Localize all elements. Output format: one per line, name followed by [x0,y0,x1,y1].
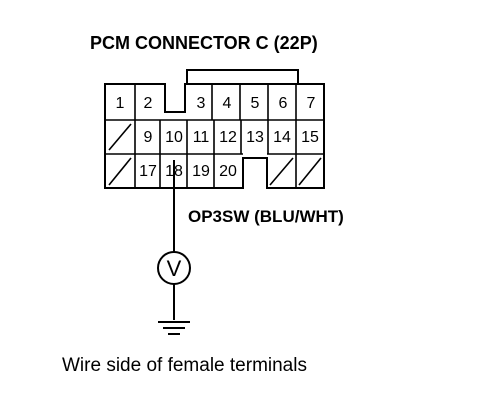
pin-label: 15 [301,129,319,146]
connector-outline [104,83,325,189]
pin-label: 13 [246,129,264,146]
pin-label: 19 [192,163,210,180]
pin-label: 1 [116,95,125,112]
pin-label: 6 [279,95,288,112]
pin-label: 11 [193,129,210,146]
caption: Wire side of female terminals [62,355,307,376]
pin-label: 20 [219,163,237,180]
pin-label: 4 [223,95,232,112]
pin-label: 10 [165,129,183,146]
connector-title: PCM CONNECTOR C (22P) [90,33,318,53]
pin-label: 17 [139,163,157,180]
wire-label: OP3SW (BLU/WHT) [188,207,344,226]
pin-label: 5 [251,95,260,112]
pin-label: 14 [273,129,291,146]
pin-label: 12 [219,129,237,146]
pin-label: 3 [197,95,206,112]
connector-key-tab [186,69,299,84]
unused-terminal-8 [108,123,132,151]
ground-icon [158,321,190,335]
voltmeter-symbol: V [167,256,182,281]
pin-label: 2 [144,95,153,112]
unused-terminal-21 [269,157,294,186]
unused-terminal-16 [108,157,132,186]
unused-terminal-22 [298,157,322,186]
pin-label: 7 [307,95,316,112]
pin-label: 9 [144,129,153,146]
